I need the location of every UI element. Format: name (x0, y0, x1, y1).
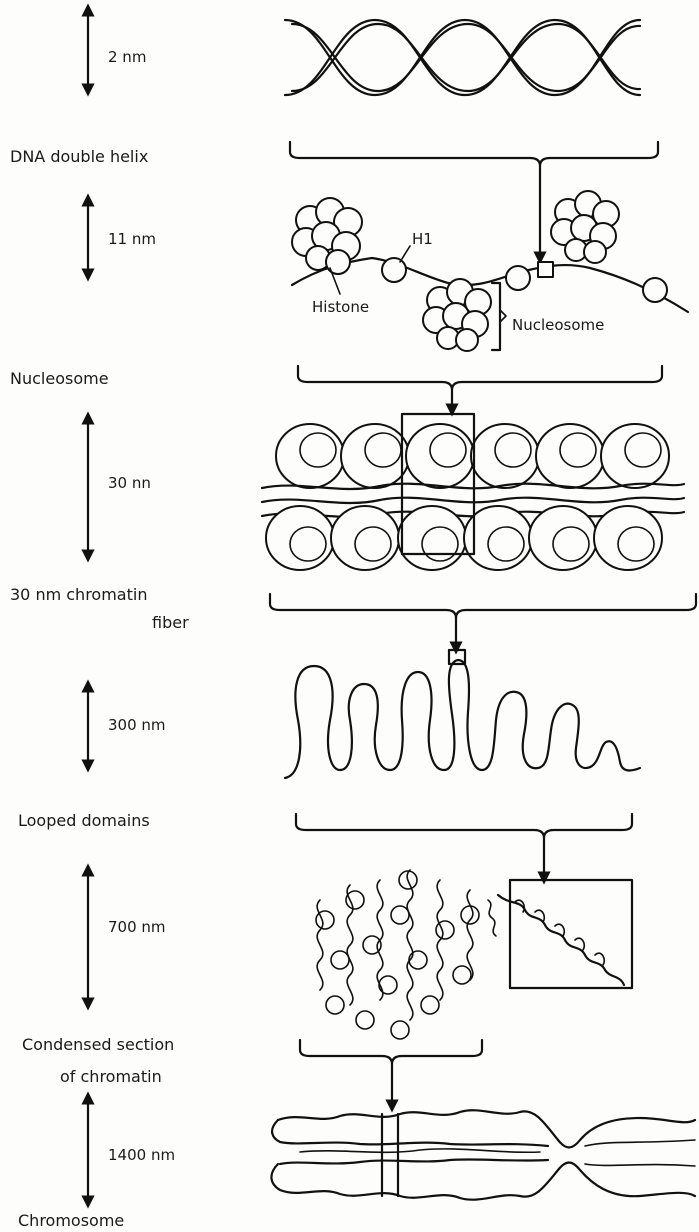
scale-bar-1400nm: 1400 nm (88, 1098, 175, 1202)
histone-cluster (423, 279, 491, 351)
zoom-bracket-5 (300, 1040, 482, 1106)
scale-label-300nm: 300 nm (108, 716, 166, 734)
histone-label: Histone (312, 298, 369, 316)
dna-double-helix-drawing (285, 20, 640, 95)
stage-label-nucleosome: Nucleosome (10, 369, 109, 388)
condensed-chromatin-drawing (316, 870, 632, 1039)
h1-label: H1 (412, 230, 433, 248)
scale-label-700nm: 700 nm (108, 918, 166, 936)
stage-label-condensed-line2: of chromatin (60, 1067, 162, 1086)
stage-label-condensed-line1: Condensed section (22, 1035, 174, 1054)
stage-label-30nm-fiber-line2: fiber (152, 613, 189, 632)
scale-bar-30nm: 30 nn (88, 418, 151, 556)
scale-bar-11nm: 11 nm (88, 200, 156, 275)
histone-cluster (551, 191, 619, 263)
zoom-box-loops (510, 880, 632, 988)
stage-label-dna-double-helix: DNA double helix (10, 147, 148, 166)
scale-label-11nm: 11 nm (108, 230, 156, 248)
scale-label-1400nm: 1400 nm (108, 1146, 175, 1164)
looped-domains-drawing (285, 660, 640, 778)
h1-linker-circle (382, 258, 406, 282)
stage-label-chromosome: Chromosome (18, 1211, 124, 1230)
zoom-box-small (538, 262, 553, 277)
scale-label-2nm: 2 nm (108, 48, 146, 66)
stage-label-30nm-fiber-line1: 30 nm chromatin (10, 585, 147, 604)
scale-bar-300nm: 300 nm (88, 686, 166, 766)
scale-label-30nm: 30 nn (108, 474, 151, 492)
scale-bar-2nm: 2 nm (88, 10, 146, 90)
zoom-bracket-4 (296, 814, 632, 878)
zoom-bracket-2 (298, 366, 662, 410)
zoom-bracket-3 (270, 594, 696, 664)
nucleosome-drawing: H1 Histone Nucleosome (292, 191, 688, 351)
chromosome-drawing (271, 1110, 695, 1199)
stage-label-looped-domains: Looped domains (18, 811, 150, 830)
scale-bar-700nm: 700 nm (88, 870, 166, 1004)
nucleosome-label: Nucleosome (512, 316, 604, 334)
chromatin-fiber-drawing (262, 414, 684, 570)
